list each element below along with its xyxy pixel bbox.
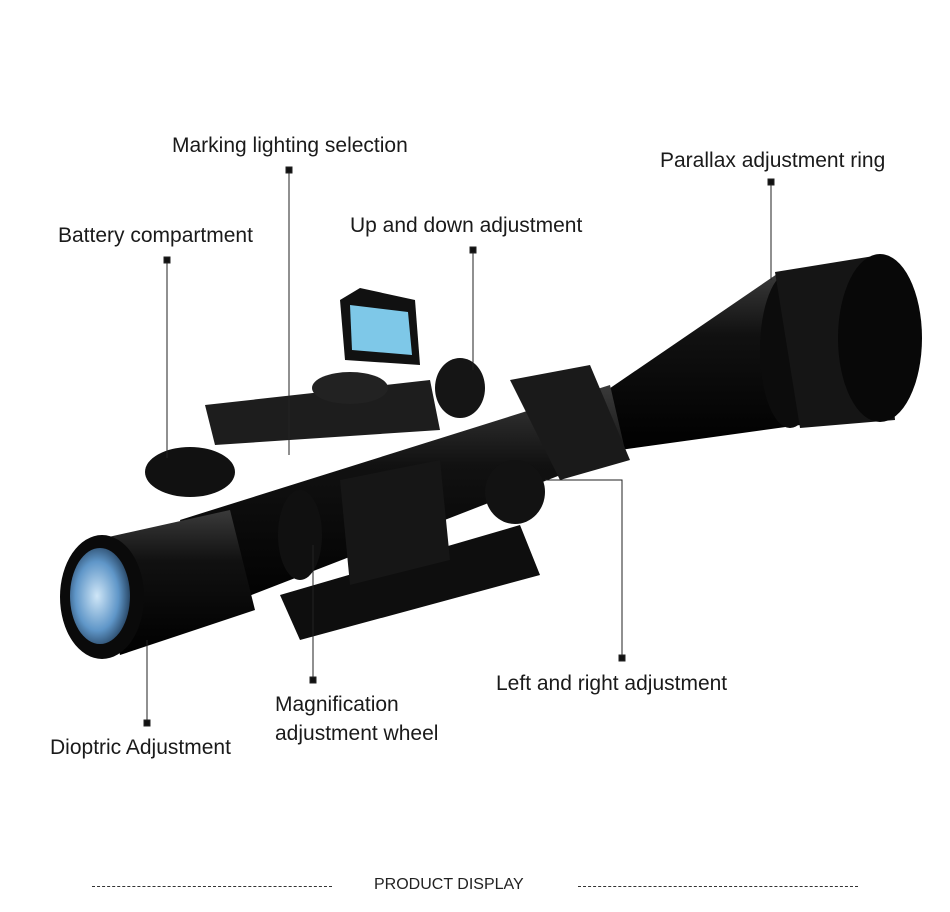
eyepiece (60, 510, 255, 659)
label-marking-lighting-selection: Marking lighting selection (172, 134, 408, 157)
label-dioptric-adjustment: Dioptric Adjustment (50, 736, 231, 759)
red-dot-sight (205, 288, 485, 445)
battery-turret (145, 447, 235, 497)
label-battery-compartment: Battery compartment (58, 224, 253, 247)
label-magnification-line1: Magnification (275, 693, 399, 716)
objective-bell (600, 254, 922, 450)
footer-divider-right (578, 886, 858, 887)
label-left-right-adjustment: Left and right adjustment (496, 672, 728, 695)
leader-lines (143, 166, 775, 727)
footer: PRODUCT DISPLAY (0, 876, 950, 898)
magnification-ring (278, 490, 322, 580)
footer-title: PRODUCT DISPLAY (374, 876, 524, 893)
label-magnification-line2: adjustment wheel (275, 722, 439, 745)
footer-divider-left (92, 886, 332, 887)
label-magnification-wheel: Magnification adjustment wheel (275, 690, 438, 748)
label-parallax-adjustment-ring: Parallax adjustment ring (660, 149, 886, 172)
scope-mount (280, 365, 630, 640)
windage-turret (485, 460, 545, 524)
label-up-down-adjustment: Up and down adjustment (350, 214, 583, 237)
